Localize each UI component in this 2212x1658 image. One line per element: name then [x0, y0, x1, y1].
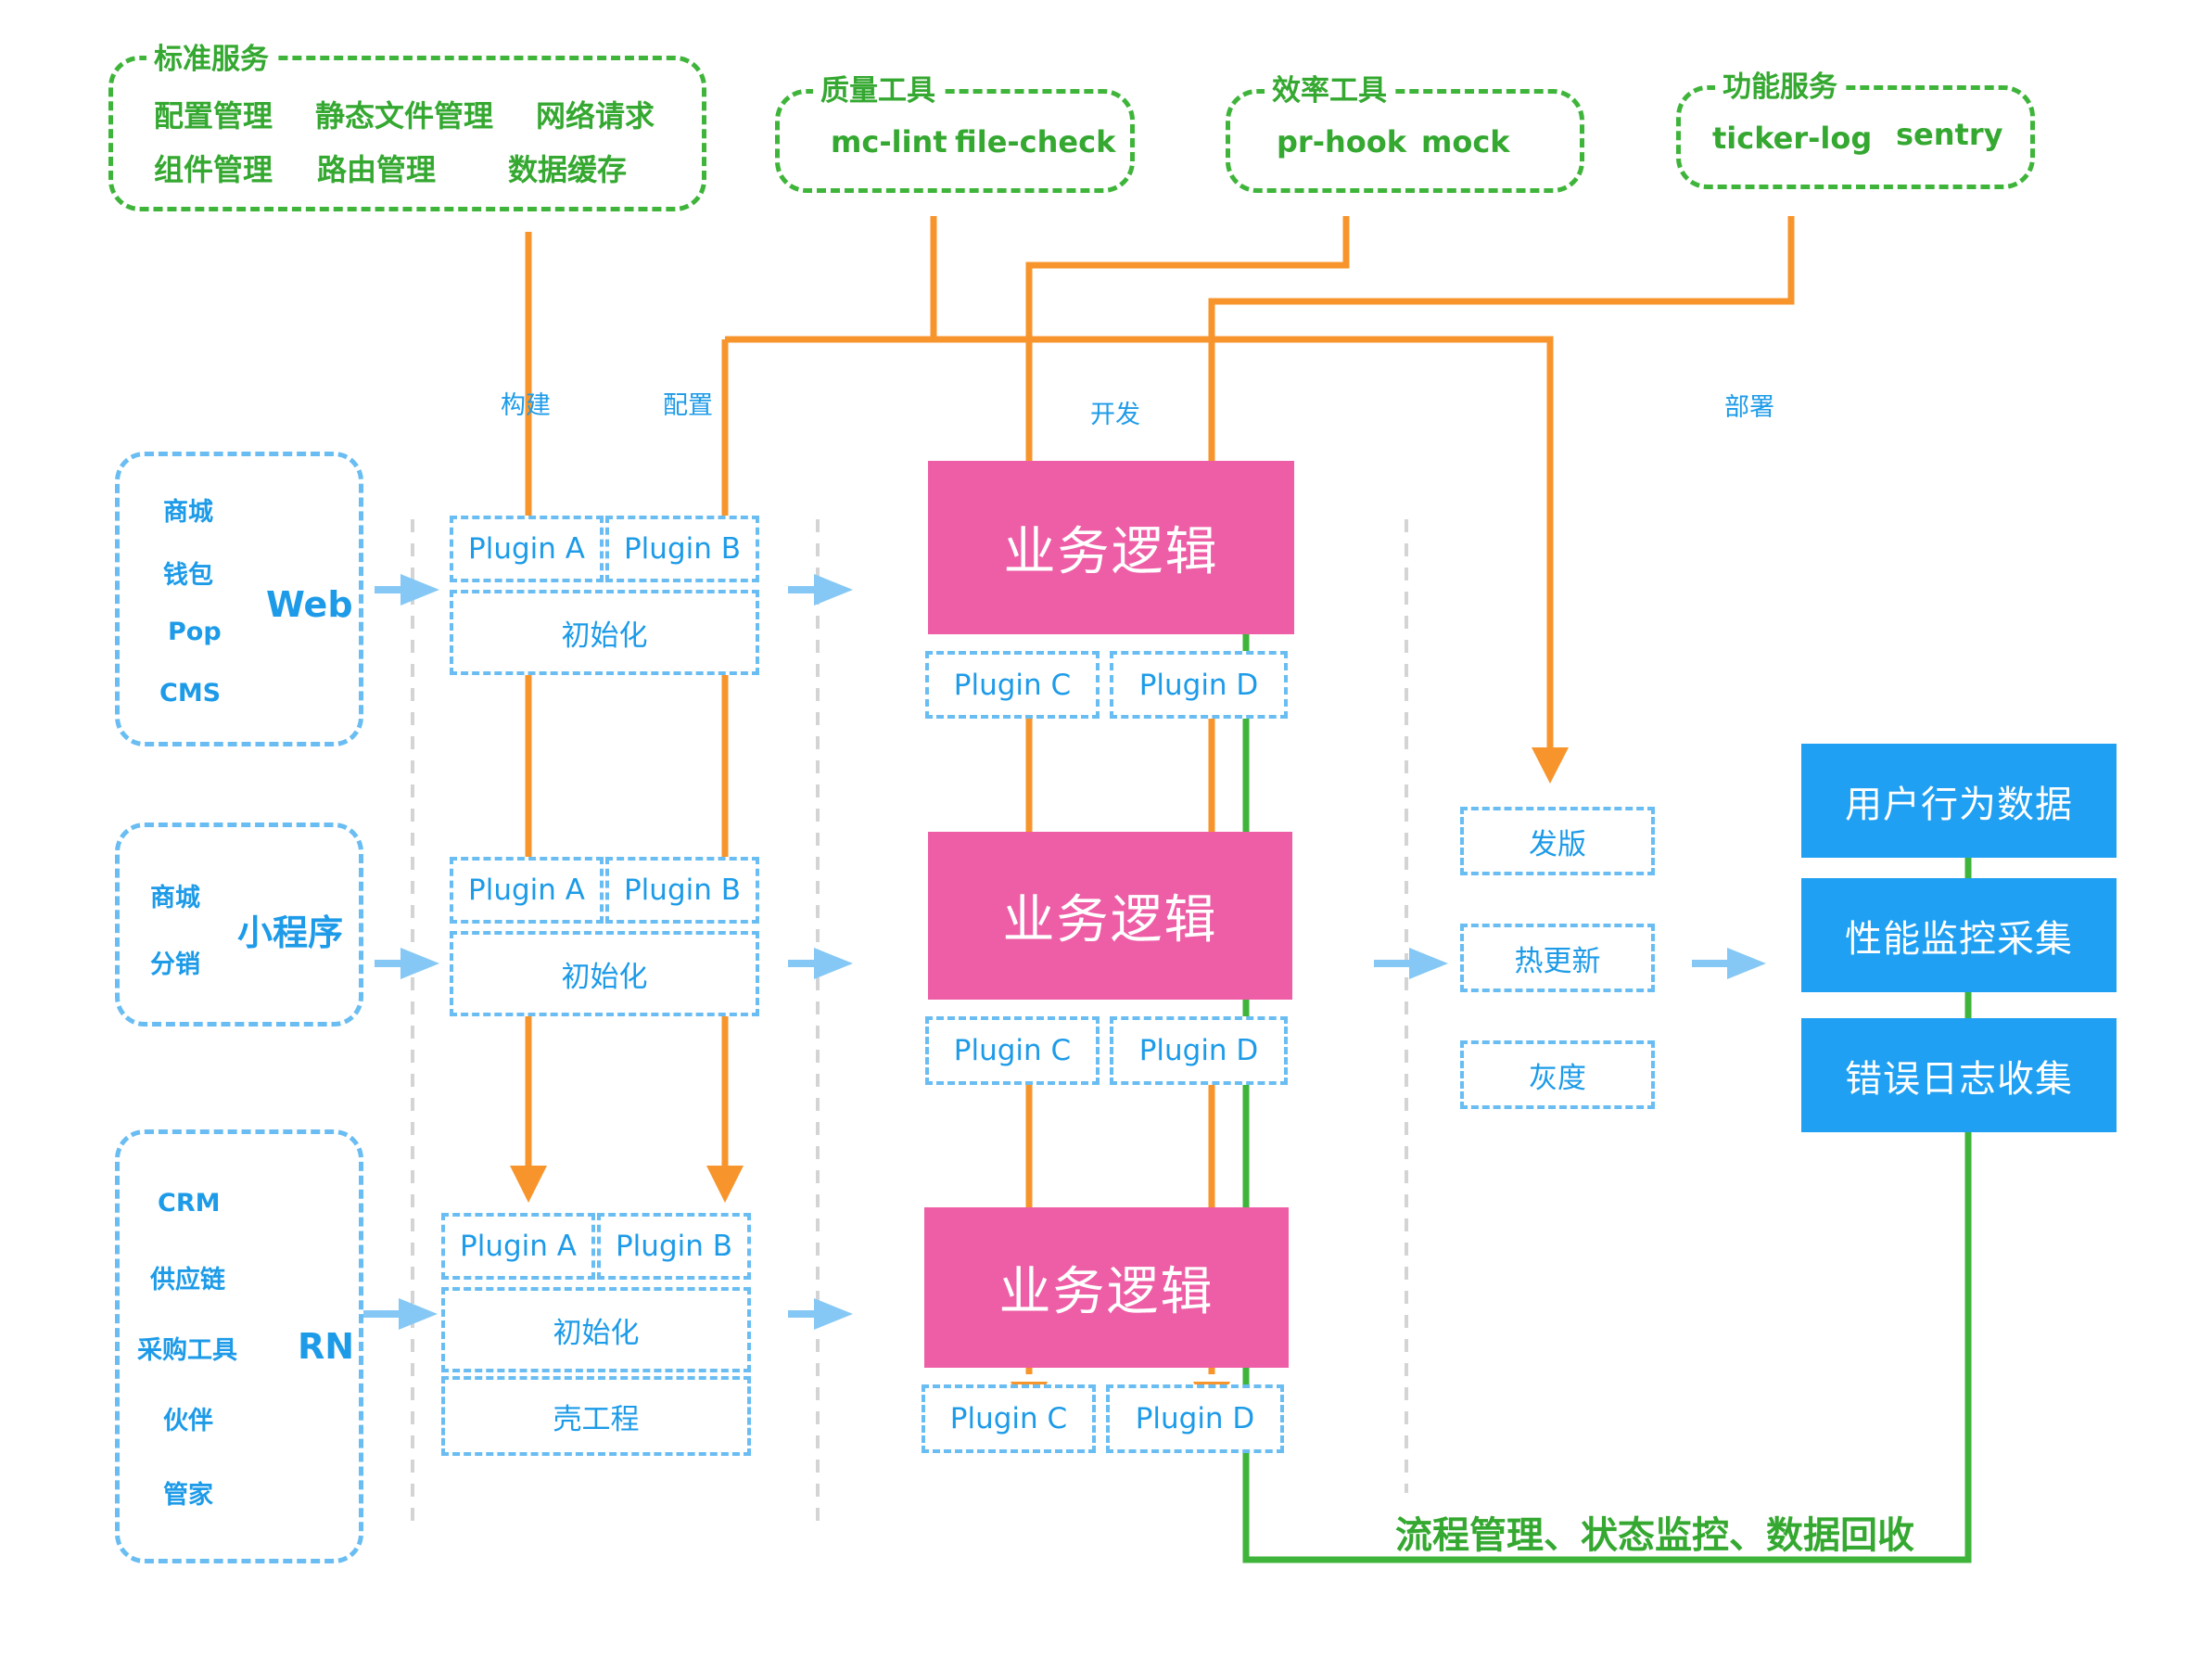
quality-tool-box: [775, 89, 1135, 193]
stage-label-build: 构建: [501, 391, 551, 420]
monitor-error-log: 错误日志收集: [1801, 1018, 2117, 1132]
mini-program-platform-box: [115, 823, 363, 1027]
platform-app: 供应链: [150, 1266, 225, 1295]
service-item: sentry: [1896, 117, 2003, 152]
monitor-user-behavior: 用户行为数据: [1801, 744, 2117, 858]
efficiency-tool-title: 效率工具: [1265, 67, 1394, 108]
flow-arrow: [788, 574, 853, 606]
platform-app: 商城: [163, 498, 213, 527]
deploy-step-gray-release: 灰度: [1460, 1040, 1655, 1109]
quality-tool-title: 质量工具: [813, 67, 943, 108]
shell-project-box: 壳工程: [441, 1376, 751, 1456]
service-item: 路由管理: [317, 152, 437, 187]
service-item: 静态文件管理: [315, 98, 494, 134]
flow-arrow: [788, 1298, 853, 1330]
function-service-box: [1676, 85, 2035, 189]
platform-app: 分销: [150, 950, 200, 979]
plugin-a-box: Plugin A: [450, 516, 604, 582]
platform-app: CMS: [159, 679, 222, 708]
efficiency-tool-box: [1226, 89, 1584, 193]
business-logic-block: 业务逻辑: [924, 1207, 1289, 1368]
flow-arrow: [1374, 948, 1448, 979]
plugin-a-box: Plugin A: [450, 857, 604, 924]
plugin-c-box: Plugin C: [925, 1016, 1100, 1085]
build-a-arrowhead: [510, 1166, 547, 1203]
efficiency-tool-line: [1025, 216, 1350, 461]
plugin-a-box: Plugin A: [441, 1213, 595, 1280]
tool-item: file-check: [955, 124, 1116, 159]
platform-app: 管家: [163, 1481, 213, 1510]
function-service-line: [1208, 216, 1795, 461]
platform-app: CRM: [158, 1189, 221, 1218]
plugin-b-box: Plugin B: [605, 857, 759, 924]
flow-arrow: [375, 574, 439, 606]
init-box: 初始化: [441, 1287, 751, 1372]
feedback-loop-line: [1242, 626, 1972, 1563]
service-item: ticker-log: [1712, 121, 1873, 156]
plugin-b-box: Plugin B: [597, 1213, 751, 1280]
deploy-arrowhead: [1532, 747, 1569, 784]
platform-app: 采购工具: [137, 1336, 237, 1365]
service-item: 数据缓存: [508, 152, 628, 187]
business-logic-block: 业务逻辑: [928, 461, 1294, 634]
init-box: 初始化: [450, 590, 759, 675]
platform-name-web: Web: [266, 584, 353, 625]
stage-label-develop: 开发: [1090, 401, 1140, 429]
plugin-d-box: Plugin D: [1110, 1016, 1288, 1085]
flow-arrow: [1692, 948, 1766, 979]
plugin-c-box: Plugin C: [922, 1384, 1096, 1453]
rn-platform-box: [115, 1129, 363, 1563]
plugin-d-box: Plugin D: [1110, 651, 1288, 719]
tool-item: pr-hook: [1277, 124, 1406, 159]
tool-item: mc-lint: [831, 124, 947, 159]
business-logic-block: 业务逻辑: [928, 832, 1292, 1000]
platform-app: 钱包: [163, 561, 213, 590]
standard-service-box: [108, 56, 706, 211]
function-service-title: 功能服务: [1715, 63, 1845, 105]
flow-arrow: [363, 1298, 438, 1330]
stage-label-deploy: 部署: [1724, 393, 1774, 422]
standard-service-title: 标准服务: [146, 35, 276, 77]
platform-app: Pop: [168, 618, 222, 646]
tool-item: mock: [1421, 124, 1510, 159]
web-platform-box: [115, 452, 363, 746]
service-item: 配置管理: [154, 98, 273, 134]
platform-name-mini-program: 小程序: [237, 912, 344, 953]
flow-arrow: [375, 948, 439, 979]
platform-app: 伙伴: [163, 1407, 213, 1435]
flow-arrow: [788, 948, 853, 979]
platform-name-rn: RN: [298, 1326, 355, 1367]
quality-branch-line: [725, 336, 1554, 774]
monitor-performance: 性能监控采集: [1801, 878, 2117, 992]
deploy-step-hot-update: 热更新: [1460, 924, 1655, 992]
deploy-step-release: 发版: [1460, 807, 1655, 875]
init-box: 初始化: [450, 931, 759, 1016]
stage-label-config: 配置: [663, 391, 713, 420]
service-item: 组件管理: [154, 152, 273, 187]
plugin-d-box: Plugin D: [1106, 1384, 1284, 1453]
plugin-c-box: Plugin C: [925, 651, 1100, 719]
platform-app: 商城: [150, 884, 200, 912]
plugin-b-box: Plugin B: [605, 516, 759, 582]
feedback-label: 流程管理、状态监控、数据回收: [1395, 1514, 1914, 1557]
build-b-arrowhead: [706, 1166, 744, 1203]
service-item: 网络请求: [536, 98, 655, 134]
